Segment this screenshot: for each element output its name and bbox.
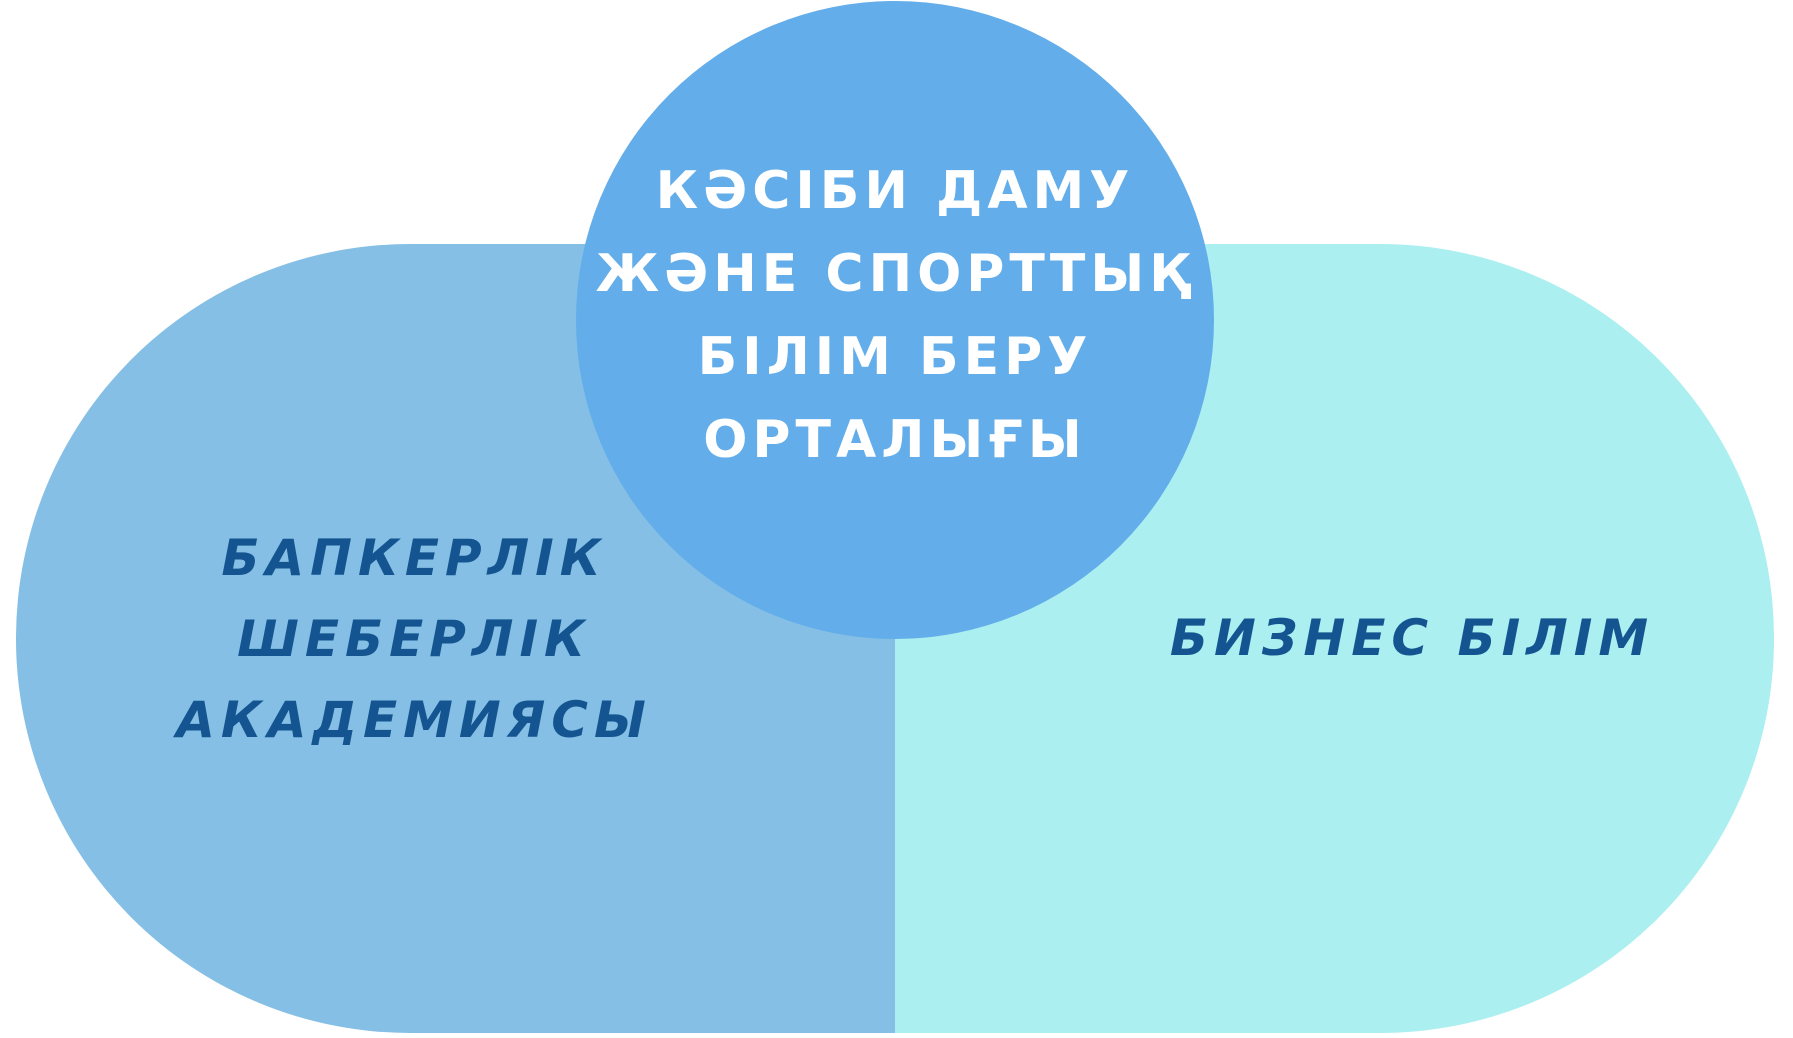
left-label-line: ШЕБЕРЛІК (237, 610, 591, 668)
center-label: КӘСІБИ ДАМУ ЖӘНЕ СПОРТТЫҚ БІЛІМ БЕРУ ОРТ… (576, 150, 1214, 482)
right-label: БИЗНЕС БІЛІМ (1112, 598, 1712, 679)
right-label-line: БИЗНЕС БІЛІМ (1169, 609, 1655, 667)
left-label-line: АКАДЕМИЯСЫ (176, 691, 652, 749)
center-label-line: ЖӘНЕ СПОРТТЫҚ (595, 244, 1195, 304)
left-label-line: БАПКЕРЛІК (221, 529, 607, 587)
center-label-line: БІЛІМ БЕРУ (697, 327, 1093, 387)
center-circle (576, 1, 1214, 639)
center-label-line: КӘСІБИ ДАМУ (655, 161, 1135, 221)
center-label-line: ОРТАЛЫҒЫ (703, 410, 1087, 470)
left-label: БАПКЕРЛІК ШЕБЕРЛІК АКАДЕМИЯСЫ (114, 518, 714, 761)
